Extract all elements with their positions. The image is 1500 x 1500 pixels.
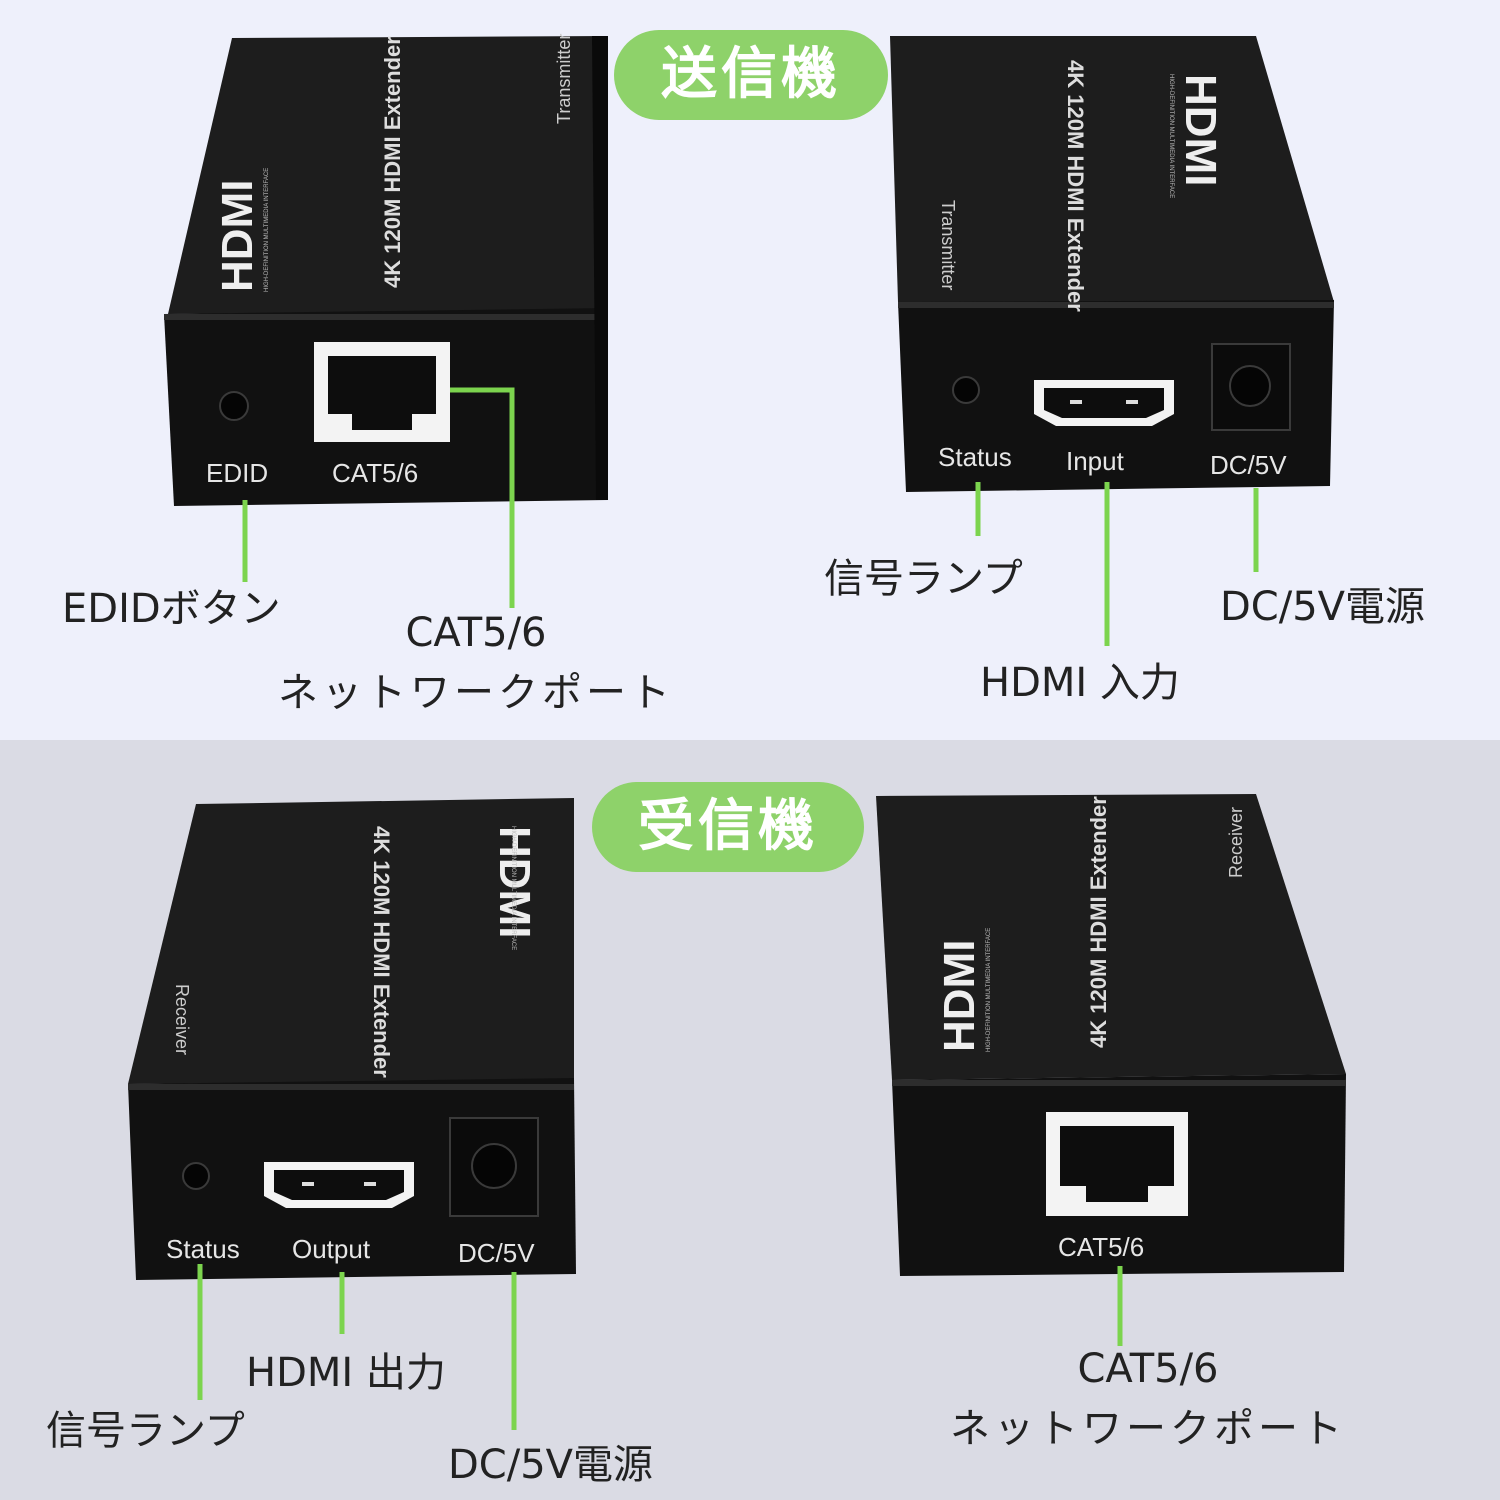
status-lamp-callout: 信号ランプ bbox=[46, 1408, 245, 1454]
hdmi-output-port[interactable] bbox=[264, 1162, 414, 1208]
model-text: 4K 120M HDMI Extender bbox=[380, 36, 405, 288]
edid-button-callout: EDIDボタン bbox=[62, 586, 281, 632]
edid-button[interactable] bbox=[219, 391, 249, 421]
dc-jack[interactable] bbox=[449, 1117, 539, 1217]
hdmi-input-callout: HDMI 入力 bbox=[980, 660, 1180, 706]
dc-power-callout: DC/5V電源 bbox=[1220, 584, 1426, 630]
hdmi-logo: HDMI bbox=[1176, 74, 1225, 186]
hdmi-subtext: HIGH-DEFINITION MULTIMEDIA INTERFACE bbox=[1168, 74, 1174, 198]
status-label: Status bbox=[938, 442, 1012, 472]
dc-power-callout: DC/5V電源 bbox=[448, 1442, 654, 1488]
model-text: 4K 120M HDMI Extender bbox=[369, 826, 394, 1078]
cat-port-callout-line1: CAT5/6 bbox=[405, 610, 547, 656]
status-label: Status bbox=[166, 1234, 240, 1264]
status-led bbox=[952, 376, 980, 404]
receiver-badge: 受信機 bbox=[592, 782, 864, 872]
input-label: Input bbox=[1066, 446, 1125, 476]
hdmi-subtext: HIGH-DEFINITION MULTIMEDIA INTERFACE bbox=[986, 928, 992, 1052]
edid-label: EDID bbox=[206, 458, 268, 488]
rj45-port[interactable] bbox=[314, 342, 450, 442]
rj45-port[interactable] bbox=[1046, 1112, 1188, 1216]
status-lamp-callout: 信号ランプ bbox=[824, 556, 1023, 602]
receiver-rj45-side: HDMI HIGH-DEFINITION MULTIMEDIA INTERFAC… bbox=[876, 794, 1346, 1276]
hdmi-subtext: HIGH-DEFINITION MULTIMEDIA INTERFACE bbox=[264, 168, 270, 292]
cat-port-callout-line1: CAT5/6 bbox=[1077, 1346, 1219, 1392]
cat-label: CAT5/6 bbox=[1058, 1232, 1144, 1262]
receiver-word: Receiver bbox=[172, 984, 192, 1055]
dc-label: DC/5V bbox=[1210, 450, 1287, 480]
status-led bbox=[182, 1162, 210, 1190]
transmitter-word: Transmitter bbox=[938, 200, 958, 290]
model-text: 4K 120M HDMI Extender bbox=[1086, 796, 1111, 1048]
receiver-word: Receiver bbox=[1226, 807, 1246, 878]
model-text: 4K 120M HDMI Extender bbox=[1063, 60, 1088, 312]
transmitter-badge: 送信機 bbox=[614, 30, 888, 120]
output-label: Output bbox=[292, 1234, 371, 1264]
transmitter-rj45-side: HDMI HIGH-DEFINITION MULTIMEDIA INTERFAC… bbox=[164, 34, 608, 506]
hdmi-logo: HDMI bbox=[935, 940, 984, 1052]
receiver-hdmi-side: HDMI HIGH-DEFINITION MULTIMEDIA INTERFAC… bbox=[128, 798, 576, 1280]
hdmi-output-callout: HDMI 出力 bbox=[246, 1350, 446, 1396]
hdmi-input-port[interactable] bbox=[1034, 380, 1174, 426]
transmitter-hdmi-side: HDMI HIGH-DEFINITION MULTIMEDIA INTERFAC… bbox=[890, 36, 1334, 492]
hdmi-logo: HDMI bbox=[213, 180, 262, 292]
dc-jack[interactable] bbox=[1211, 343, 1291, 431]
hdmi-logo: HDMI bbox=[490, 826, 539, 938]
cat-label: CAT5/6 bbox=[332, 458, 418, 488]
transmitter-word: Transmitter bbox=[554, 34, 574, 124]
dc-label: DC/5V bbox=[458, 1238, 535, 1268]
cat-port-callout-line2: ネットワークポート bbox=[950, 1406, 1346, 1452]
cat-port-callout-line2: ネットワークポート bbox=[278, 670, 674, 716]
hdmi-subtext: HIGH-DEFINITION MULTIMEDIA INTERFACE bbox=[510, 826, 516, 950]
